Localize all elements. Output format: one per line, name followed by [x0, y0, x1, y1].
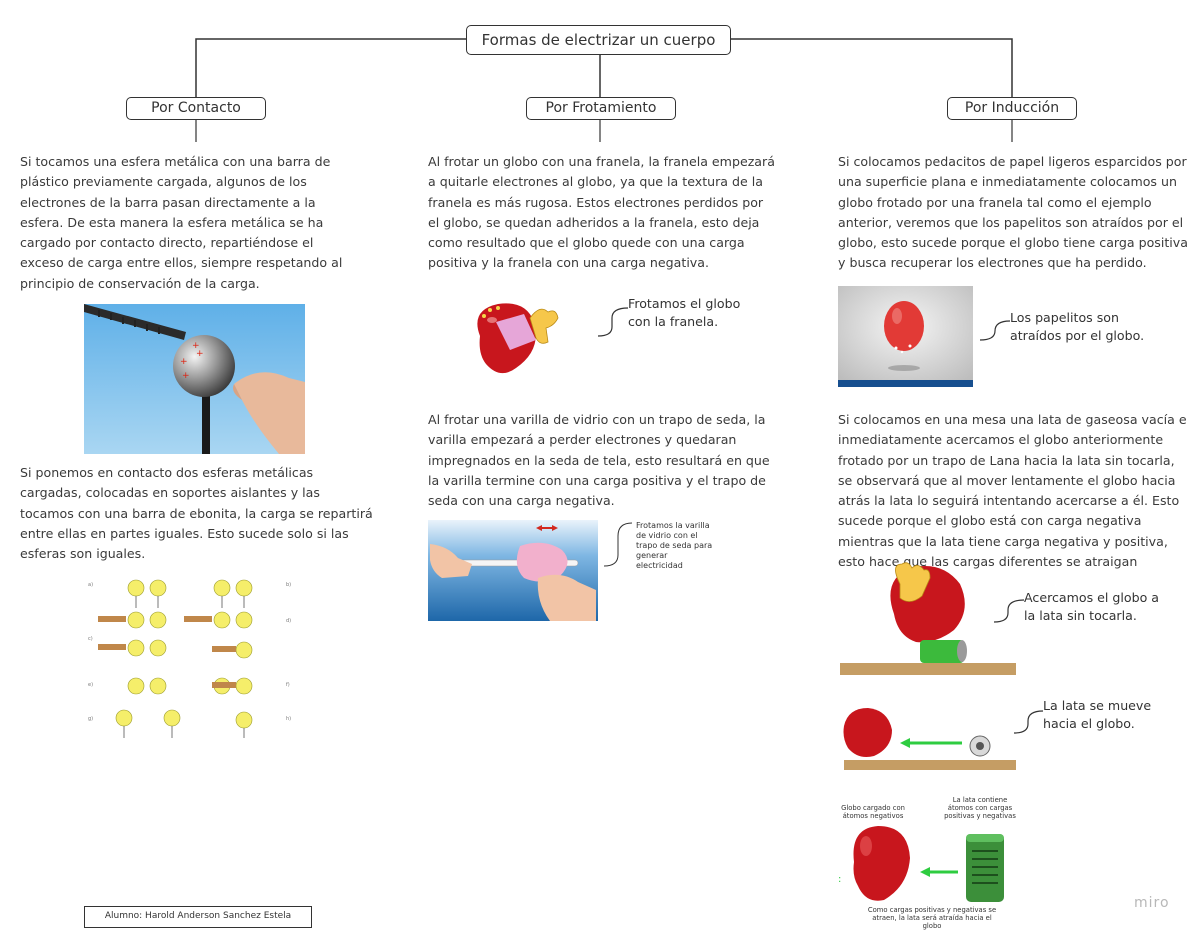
miro-watermark: miro — [1134, 895, 1170, 911]
glass-rod-image — [428, 520, 598, 621]
branch-node-frotamiento[interactable]: Por Frotamiento — [526, 97, 676, 120]
frotamiento-paragraph-1: Al frotar un globo con una franela, la f… — [428, 154, 775, 271]
bracket-note-lata — [993, 599, 1025, 623]
central-node[interactable]: Formas de electrizar un cuerpo — [466, 25, 731, 55]
svg-text:e): e) — [88, 682, 93, 688]
svg-text:+: + — [180, 357, 188, 367]
can-moves-image — [838, 706, 1020, 772]
author-box: Alumno: Harold Anderson Sanchez Estela — [84, 906, 312, 928]
balloon-can-image — [838, 560, 1020, 678]
connector-induccion — [730, 38, 1013, 98]
svg-text:f): f) — [286, 682, 290, 688]
note-acercamos: Acercamos el globo a la lata sin tocarla… — [1024, 590, 1160, 623]
branch-node-contacto[interactable]: Por Contacto — [126, 97, 266, 120]
svg-text:b): b) — [286, 582, 291, 588]
svg-text:g): g) — [88, 716, 93, 722]
bracket-note-varilla — [603, 522, 633, 567]
charge-diagram-image: : — [838, 796, 1020, 934]
label-cargas-atraen: Como cargas positivas y negativas se atr… — [867, 906, 997, 930]
induccion-paragraph-1: Si colocamos pedacitos de papel ligeros … — [838, 154, 1188, 271]
note-lata-mueve: La lata se mueve hacia el globo. — [1043, 698, 1152, 731]
note-papelitos: Los papelitos son atraídos por el globo. — [1010, 310, 1145, 343]
sphere-contact-image: ++++ — [84, 304, 305, 454]
label-lata-contiene: La lata contiene átomos con cargas posit… — [944, 796, 1016, 820]
svg-text::: : — [838, 874, 841, 885]
svg-text:+: + — [196, 349, 204, 359]
balloon-flannel-image — [470, 298, 565, 380]
svg-text:c): c) — [88, 636, 93, 642]
frotamiento-paragraph-2: Al frotar una varilla de vidrio con un t… — [428, 412, 770, 509]
balloon-papers-image — [838, 286, 973, 387]
connector-contacto — [195, 38, 466, 98]
bracket-note-mueve — [1013, 710, 1044, 734]
branch-node-induccion[interactable]: Por Inducción — [947, 97, 1077, 120]
note-frotar-globo: Frotamos el globo con la franela. — [628, 296, 741, 329]
svg-text:d): d) — [286, 618, 291, 624]
svg-text:a): a) — [88, 582, 93, 588]
spheres-pairs-image: a) c) e) g) b) d) f) h) — [84, 574, 294, 743]
svg-text:+: + — [192, 341, 200, 351]
contacto-paragraph-1: Si tocamos una esfera metálica con una b… — [20, 154, 343, 291]
svg-text:h): h) — [286, 716, 291, 722]
bracket-note-globo — [597, 307, 629, 337]
contacto-paragraph-2: Si ponemos en contacto dos esferas metál… — [20, 465, 373, 562]
induccion-paragraph-2: Si colocamos en una mesa una lata de gas… — [838, 412, 1187, 570]
note-frotar-varilla: Frotamos la varilla de vidrio con el tra… — [636, 521, 713, 570]
label-globo-cargado: Globo cargado con átomos negativos — [841, 804, 905, 820]
bracket-note-papelitos — [979, 320, 1011, 341]
svg-text:+: + — [182, 371, 190, 381]
